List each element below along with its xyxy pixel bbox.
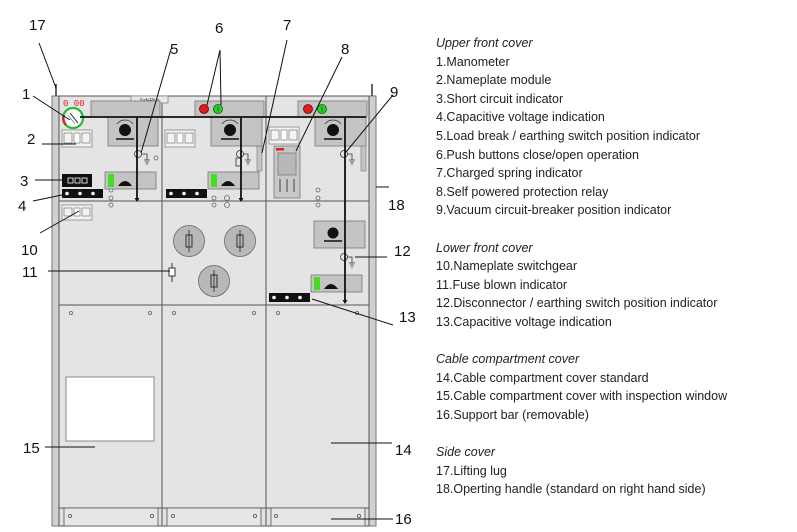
legend: Upper front cover 1.Manometer 2.Nameplat… [436, 0, 796, 499]
callout-1: 1 [22, 86, 30, 103]
load-break-position-indicator [134, 150, 150, 165]
callout-14: 14 [395, 442, 412, 459]
legend-item: 15.Cable compartment cover with inspecti… [436, 389, 728, 404]
legend-item: 9.Vacuum circuit-breaker position indica… [436, 203, 672, 218]
capacitive-voltage-indication-2 [166, 189, 207, 198]
short-circuit-indicator [62, 174, 92, 187]
close-button-red-2[interactable] [303, 104, 313, 114]
nameplate-module-3 [268, 126, 300, 145]
legend-item: 1.Manometer [436, 54, 510, 69]
nameplate-module-1 [61, 129, 93, 148]
earthing-mechanism-2 [207, 171, 260, 190]
legend-item: 13.Capacitive voltage indication [436, 314, 612, 329]
callout-7: 7 [283, 17, 291, 34]
disconnector-mechanism [313, 220, 366, 249]
legend-item: 10.Nameplate switchgear [436, 259, 578, 274]
callout-6: 6 [215, 20, 223, 37]
callout-12: 12 [394, 243, 411, 260]
legend-item: 14.Cable compartment cover standard [436, 370, 649, 385]
callout-17: 17 [29, 17, 46, 34]
callout-4: 4 [18, 198, 26, 215]
left-side-cover [51, 95, 60, 527]
top-bar-left [90, 100, 161, 118]
legend-section-title: Side cover [436, 445, 496, 460]
mimic-busbar [80, 116, 366, 302]
legend-item: 16.Support bar (removable) [436, 407, 589, 422]
callout-13: 13 [399, 309, 416, 326]
mimic-arrows [134, 198, 348, 304]
capacitive-voltage-indication-1 [62, 189, 103, 198]
callout-16: 16 [395, 511, 412, 528]
callout-10: 10 [21, 242, 38, 259]
right-side-cover [368, 95, 377, 527]
legend-item: 11.Fuse blown indicator [436, 277, 568, 292]
legend-section-title: Cable compartment cover [436, 352, 580, 367]
callout-11: 11 [22, 264, 38, 281]
fuse-holders [173, 225, 256, 297]
mechanism-box-3 [314, 116, 367, 147]
vcb-position-indicator-2 [340, 150, 355, 165]
legend-item: 2.Nameplate module [436, 73, 552, 88]
nameplate-module-2 [164, 129, 196, 148]
close-button-red[interactable] [199, 104, 209, 114]
earthing-mechanism-1 [104, 171, 157, 190]
legend-item: 6.Push buttons close/open operation [436, 147, 639, 162]
callout-9: 9 [390, 84, 398, 101]
charged-spring-indicator-1 [256, 145, 263, 172]
legend-item: 8.Self powered protection relay [436, 184, 609, 199]
legend-item: 18.Operting handle (standard on right ha… [436, 482, 706, 497]
legend-item: 3.Short circuit indicator [436, 91, 564, 106]
mechanism-box-2 [210, 116, 263, 147]
legend-item: 12.Disconnector / earthing switch positi… [436, 296, 718, 311]
callout-2: 2 [27, 131, 35, 148]
leader-lines [32, 39, 394, 520]
legend-item: 7.Charged spring indicator [436, 166, 583, 181]
support-bars [58, 507, 370, 527]
callout-18: 18 [388, 197, 405, 214]
capacitive-voltage-indication-3 [269, 293, 310, 302]
disconnector-position-indicator [340, 253, 355, 268]
manometer [61, 106, 85, 130]
inspection-window [65, 376, 155, 442]
legend-section-title: Upper front cover [436, 36, 533, 50]
counter-digits: 0 00 [63, 99, 85, 109]
mechanism-box-1 [107, 116, 159, 147]
legend-item: 17.Lifting lug [436, 463, 507, 478]
legend-item: 4.Capacitive voltage indication [436, 110, 605, 125]
callout-5: 5 [170, 41, 178, 58]
protection-relay [273, 145, 301, 199]
legend-item: 5.Load break / earthing switch position … [436, 128, 701, 143]
fuse-blown-indicator [168, 263, 176, 282]
callout-3: 3 [20, 173, 28, 190]
earthing-mechanism-3 [310, 274, 363, 293]
charged-spring-indicator-2 [360, 145, 367, 172]
switchgear-diagram: SafePlus 0 00 [18, 17, 416, 528]
callout-15: 15 [23, 440, 40, 457]
legend-section-title: Lower front cover [436, 240, 533, 255]
callout-8: 8 [341, 41, 349, 58]
